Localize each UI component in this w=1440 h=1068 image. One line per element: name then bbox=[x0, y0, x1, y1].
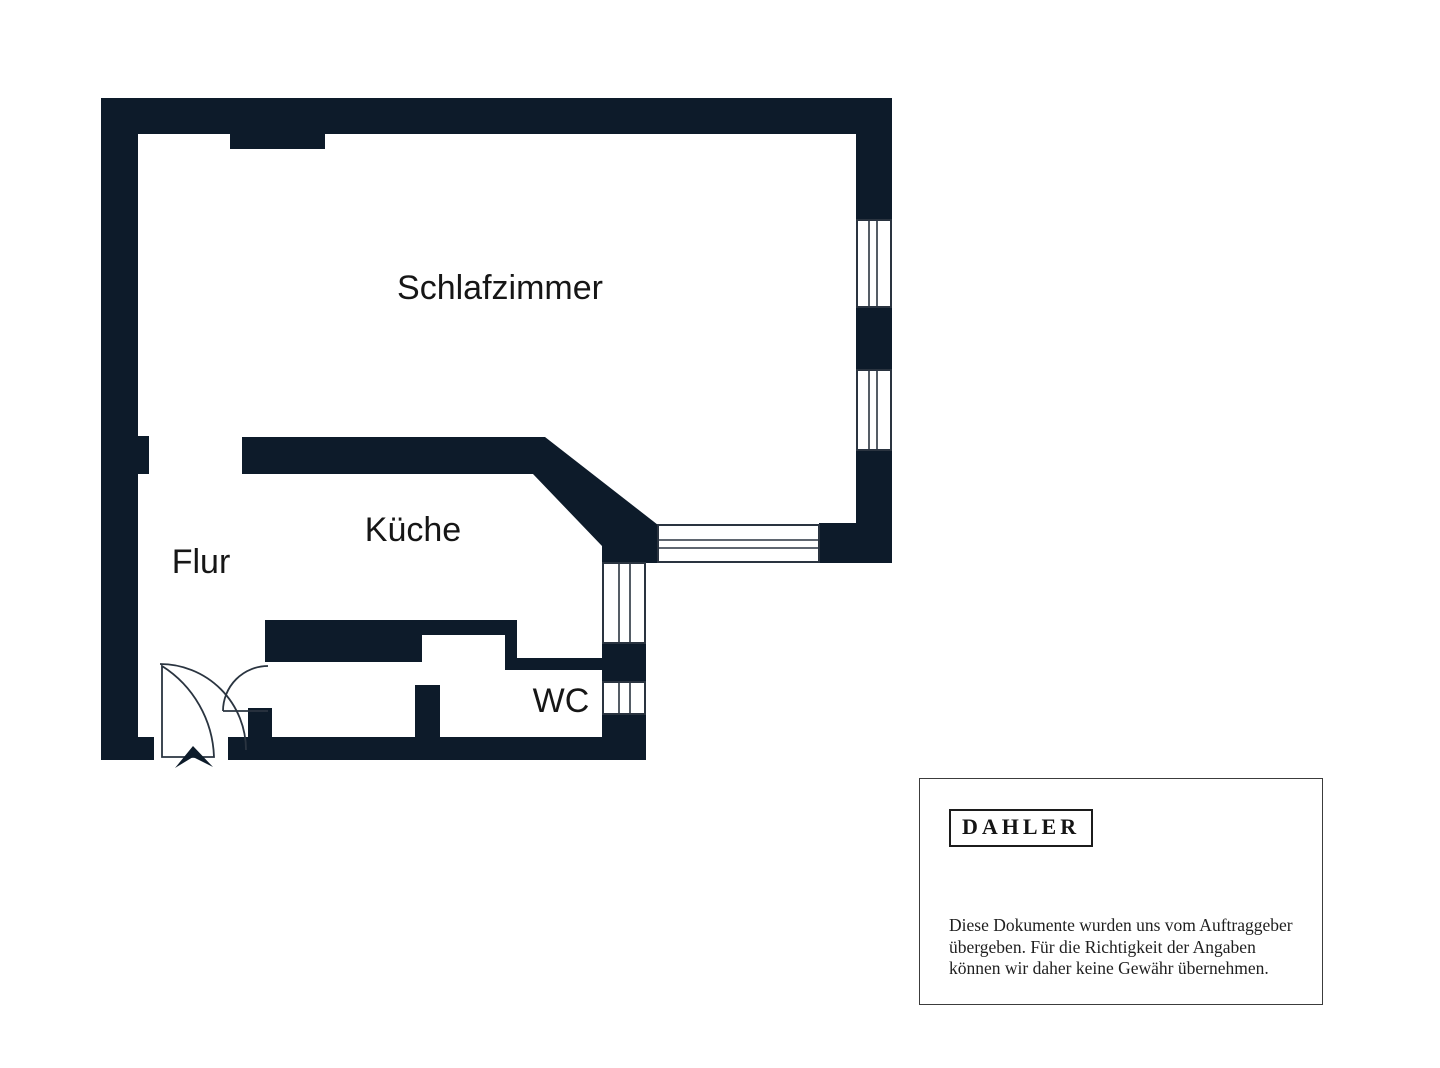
inner-door-swing bbox=[222, 665, 269, 712]
entrance-arrow-icon bbox=[175, 746, 213, 768]
wall-right bbox=[856, 98, 892, 563]
windows bbox=[602, 219, 892, 715]
room-label-wc: WC bbox=[533, 682, 590, 720]
wall-left-pier bbox=[138, 436, 149, 474]
brand-logo: DAHLER bbox=[949, 809, 1094, 847]
window-bay bbox=[657, 524, 820, 563]
room-label-flur: Flur bbox=[172, 543, 231, 581]
wall-stub-door bbox=[248, 708, 272, 737]
entrance-door-swing bbox=[159, 663, 247, 751]
wall-bay-corner-right bbox=[819, 523, 892, 563]
wall-left bbox=[101, 98, 138, 760]
room-labels: Schlafzimmer Küche Flur WC bbox=[172, 269, 603, 720]
wall-wc-column-1 bbox=[602, 643, 646, 682]
window-wc-1 bbox=[602, 562, 646, 644]
wall-wc-column-2 bbox=[602, 714, 646, 760]
window-right-1 bbox=[856, 219, 892, 308]
doors bbox=[159, 663, 269, 758]
wall-bottom-left bbox=[101, 737, 154, 760]
entrance-door-leaf bbox=[161, 664, 215, 758]
disclaimer-line-1: Diese Dokumente wurden uns vom Auftragge… bbox=[949, 915, 1293, 935]
disclaimer-text: Diese Dokumente wurden uns vom Auftragge… bbox=[949, 915, 1309, 980]
room-label-kueche: Küche bbox=[365, 511, 461, 549]
disclaimer-line-2: übergeben. Für die Richtigkeit der Angab… bbox=[949, 936, 1256, 957]
wall-top bbox=[101, 98, 892, 134]
wall-closet-wc-top bbox=[265, 620, 602, 670]
disclaimer-card: DAHLER Diese Dokumente wurden uns vom Au… bbox=[919, 778, 1323, 1005]
disclaimer-line-3: können wir daher keine Gewähr übernehmen… bbox=[949, 958, 1269, 979]
wall-bottom bbox=[228, 737, 646, 760]
room-label-schlafzimmer: Schlafzimmer bbox=[397, 269, 603, 307]
wall-kueche-diagonal bbox=[242, 437, 658, 563]
window-right-2 bbox=[856, 369, 892, 451]
window-wc-2 bbox=[602, 681, 646, 715]
wall-stub-wc bbox=[415, 685, 440, 737]
walls bbox=[101, 98, 892, 760]
wall-top-protrusion bbox=[230, 134, 325, 149]
